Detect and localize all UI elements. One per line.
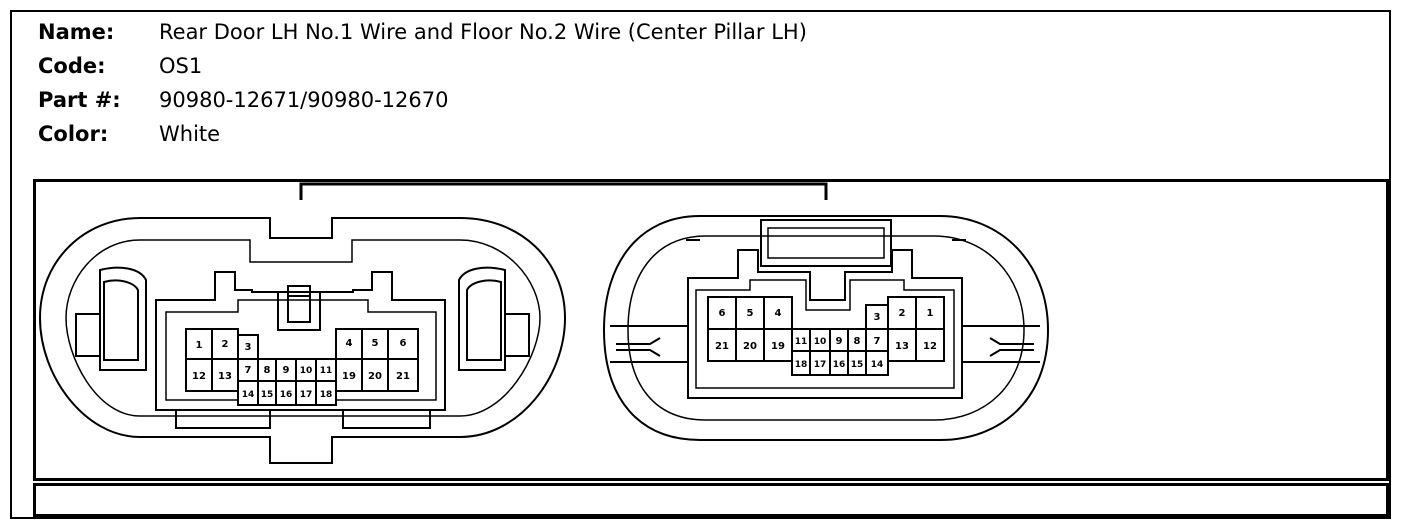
right-pin-label: 14 <box>871 360 884 370</box>
part-value: 90980-12671/90980-12670 <box>159 88 449 112</box>
name-value: Rear Door LH No.1 Wire and Floor No.2 Wi… <box>159 20 807 44</box>
left-pin-label: 7 <box>245 365 252 376</box>
right-pin-label: 2 <box>899 308 906 319</box>
right-pin-label: 4 <box>775 308 782 319</box>
code-label: Code: <box>38 54 106 78</box>
right-pin-label: 3 <box>874 312 881 323</box>
connector-info-frame <box>10 10 1391 519</box>
color-row: Color: White <box>38 121 220 147</box>
left-pin-label: 3 <box>245 342 252 353</box>
left-pin-label: 11 <box>320 366 333 376</box>
right-pin-labels: 6 5 4 3 2 1 21 20 19 11 10 9 8 7 13 12 1… <box>715 308 937 370</box>
divider-bracket <box>299 182 828 200</box>
right-pin-label: 9 <box>836 336 843 347</box>
left-connector-pins <box>185 328 419 406</box>
right-connector-housing <box>602 215 1050 441</box>
right-pin-label: 16 <box>833 360 846 370</box>
right-pin-label: 8 <box>854 336 861 347</box>
left-pin-label: 19 <box>342 371 356 382</box>
color-label: Color: <box>38 122 109 146</box>
left-pin-label: 6 <box>400 338 407 349</box>
right-pin-label: 1 <box>927 308 934 319</box>
left-pin-label: 10 <box>300 366 313 376</box>
color-value: White <box>159 122 221 146</box>
right-pin-label: 5 <box>747 308 754 319</box>
left-pin-label: 21 <box>396 371 410 382</box>
code-value: OS1 <box>159 54 203 78</box>
left-pin-label: 14 <box>242 390 255 400</box>
right-connector-pins <box>707 296 945 376</box>
right-pin-label: 13 <box>895 341 909 352</box>
bottom-empty-box <box>33 483 1389 517</box>
left-pin-label: 17 <box>300 390 313 400</box>
part-row: Part #: 90980-12671/90980-12670 <box>38 87 448 113</box>
left-pin-label: 13 <box>218 371 232 382</box>
right-pin-label: 18 <box>795 360 808 370</box>
left-pin-label: 12 <box>192 371 206 382</box>
right-pin-label: 15 <box>851 360 864 370</box>
right-pin-label: 21 <box>715 341 729 352</box>
part-label: Part #: <box>38 88 121 112</box>
right-pin-label: 17 <box>814 360 827 370</box>
code-row: Code: OS1 <box>38 53 202 79</box>
right-pin-label: 6 <box>719 308 726 319</box>
left-connector-housing <box>38 217 567 464</box>
left-pin-label: 8 <box>264 365 271 376</box>
left-pin-label: 15 <box>261 390 274 400</box>
right-pin-label: 10 <box>814 337 827 347</box>
right-pin-label: 20 <box>743 341 757 352</box>
left-pin-label: 4 <box>346 338 353 349</box>
name-row: Name: Rear Door LH No.1 Wire and Floor No… <box>38 19 807 45</box>
left-pin-label: 20 <box>368 371 382 382</box>
left-pin-labels: 1 2 3 4 5 6 7 8 9 10 11 12 13 14 15 16 1… <box>192 338 410 400</box>
left-pin-label: 16 <box>280 390 293 400</box>
left-pin-label: 5 <box>372 338 379 349</box>
right-pin-label: 19 <box>771 341 785 352</box>
right-pin-label: 7 <box>874 336 881 347</box>
left-pin-label: 9 <box>283 365 290 376</box>
name-label: Name: <box>38 20 115 44</box>
left-pin-label: 2 <box>222 339 229 350</box>
right-pin-label: 12 <box>923 341 937 352</box>
left-pin-label: 18 <box>320 390 333 400</box>
left-pin-label: 1 <box>196 340 203 351</box>
right-pin-label: 11 <box>795 337 808 347</box>
connector-diagram-box <box>33 179 1389 481</box>
